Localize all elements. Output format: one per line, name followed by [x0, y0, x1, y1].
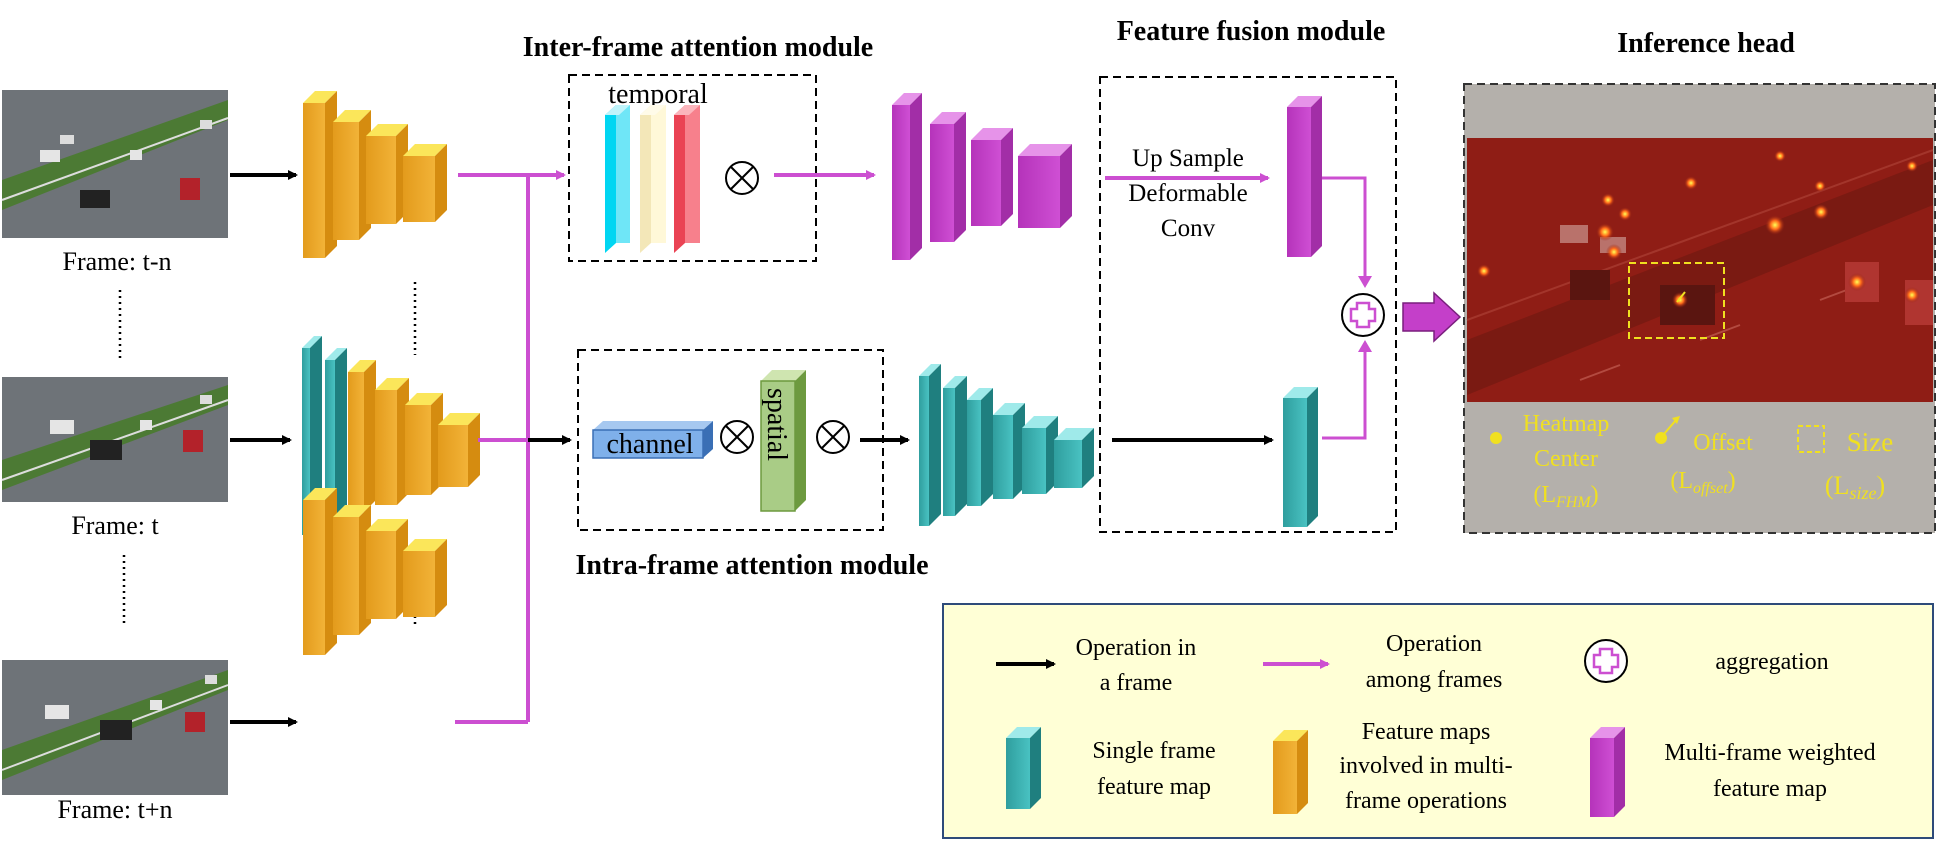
intra-maps-block-2: [943, 376, 967, 516]
backbone-top-block-2: [333, 110, 371, 240]
channel-label: channel: [606, 429, 693, 460]
upsample-label-line3: Conv: [1161, 215, 1216, 242]
backbone-bottom-block-2: [333, 505, 371, 635]
intra-maps-block-1: [919, 364, 941, 526]
backbone-bottom-block-1: [303, 488, 337, 655]
feature-fusion-module-title: Feature fusion module: [1117, 16, 1386, 47]
intra-maps-block-3: [967, 388, 993, 506]
backbone-middle-block-2: [325, 348, 347, 525]
offset-arrow: [1676, 291, 1686, 303]
upsample-label-line1: Up Sample: [1132, 145, 1244, 172]
legend-teal-block: [1006, 727, 1041, 809]
offset-label: Offset: [1693, 430, 1753, 456]
size-loss: (Lsize): [1825, 471, 1885, 503]
frame-label-middle: Frame: t: [71, 511, 159, 540]
size-icon: [1797, 425, 1825, 453]
fusion-connectors: [1322, 176, 1367, 440]
backbone-bottom-feature-maps: [303, 488, 447, 655]
backbone-middle-block-6: [438, 413, 480, 487]
legend-aggregation-icon: [1584, 639, 1628, 683]
backbone-middle-block-4: [375, 378, 409, 505]
inter-frame-module-box: [568, 74, 817, 262]
backbone-bottom-block-3: [366, 519, 408, 619]
weighted-maps-block-4: [1018, 144, 1072, 228]
spatial-block: [760, 370, 806, 512]
heatmap-loss: (LFHM): [1533, 482, 1598, 511]
frame-image-bottom: [1, 660, 229, 795]
frame-label-top: Frame: t-n: [62, 247, 171, 276]
weighted-maps-block-1: [892, 93, 922, 260]
feature-fusion-module-box: [1099, 76, 1397, 533]
backbone-middle-block-3: [348, 360, 376, 512]
backbone-top-block-3: [366, 124, 408, 224]
size-box: [1628, 262, 1725, 339]
multiply-icon-spatial: [816, 420, 850, 454]
arrow-to-inference-head: [1402, 291, 1462, 343]
frame-label-bottom: Frame: t+n: [57, 795, 172, 824]
backbone-top-feature-maps: [303, 91, 447, 258]
temporal-blocks: [605, 105, 700, 253]
multi-frame-weighted-feature-maps: [892, 93, 1072, 260]
legend-involved-line1: Feature maps: [1362, 719, 1491, 745]
backbone-top-block-1: [303, 91, 337, 258]
heatmap-label-line1: Heatmap: [1523, 411, 1610, 437]
intra-maps-block-6: [1054, 428, 1094, 488]
legend-op-among-line2: among frames: [1366, 667, 1503, 693]
inference-head-title: Inference head: [1617, 28, 1795, 59]
backbone-middle-block-1: [302, 336, 322, 535]
offset-icon-arrowhead: [1672, 416, 1680, 424]
backbone-middle-feature-maps: [302, 336, 480, 535]
inter-frame-module-title: Inter-frame attention module: [523, 32, 873, 63]
size-label: Size: [1847, 427, 1894, 457]
legend-involved-line3: frame operations: [1345, 788, 1507, 814]
inference-panel: [1463, 83, 1936, 534]
intra-maps-block-5: [1022, 416, 1058, 494]
fusion-arrowhead-up: [1358, 340, 1372, 352]
offset-loss: (Loffset): [1670, 468, 1735, 497]
legend-weighted-line2: feature map: [1713, 776, 1827, 802]
intra-maps-block-4: [993, 403, 1025, 499]
heatmap-center-icon: [1490, 432, 1502, 444]
fusion-purple-block: [1287, 96, 1322, 257]
legend-op-among-line1: Operation: [1386, 631, 1482, 657]
backbone-bottom-block-4: [403, 539, 447, 617]
heatmap-label-line2: Center: [1534, 446, 1598, 472]
backbone-top-block-4: [403, 144, 447, 222]
offset-icon: [1663, 419, 1677, 435]
legend-single-line1: Single frame: [1092, 738, 1215, 764]
legend-aggregation-label: aggregation: [1715, 649, 1828, 675]
legend-single-line2: feature map: [1097, 774, 1211, 800]
multiply-icon-channel: [720, 420, 754, 454]
temporal-label: temporal: [608, 79, 708, 110]
frame-image-middle: [1, 377, 229, 502]
intra-frame-module-title: Intra-frame attention module: [575, 550, 928, 581]
upsample-label-line2: Deformable: [1128, 180, 1247, 207]
spatial-label: spatial: [761, 388, 792, 461]
fusion-teal-block: [1283, 387, 1318, 527]
legend-weighted-line1: Multi-frame weighted: [1664, 740, 1875, 766]
single-frame-feature-maps: [919, 364, 1094, 526]
legend-involved-line2: involved in multi-: [1339, 753, 1512, 779]
weighted-maps-block-3: [971, 128, 1013, 226]
weighted-maps-block-2: [930, 112, 966, 242]
offset-center-icon: [1655, 432, 1667, 444]
channel-block: [592, 421, 713, 459]
multiply-icon-temporal: [725, 161, 759, 195]
frame-image-top: [1, 90, 229, 238]
aggregation-icon: [1341, 293, 1385, 337]
legend-op-frame-line2: a frame: [1100, 670, 1173, 696]
legend-box: [942, 603, 1934, 839]
fusion-arrowhead-down: [1358, 276, 1372, 288]
legend-orange-block: [1273, 730, 1308, 814]
legend-op-frame-line1: Operation in: [1076, 635, 1197, 661]
heatmap-peaks: [1477, 150, 1920, 308]
magenta-connections: [455, 173, 530, 724]
backbone-middle-block-5: [405, 393, 443, 495]
legend-purple-block: [1590, 727, 1625, 817]
